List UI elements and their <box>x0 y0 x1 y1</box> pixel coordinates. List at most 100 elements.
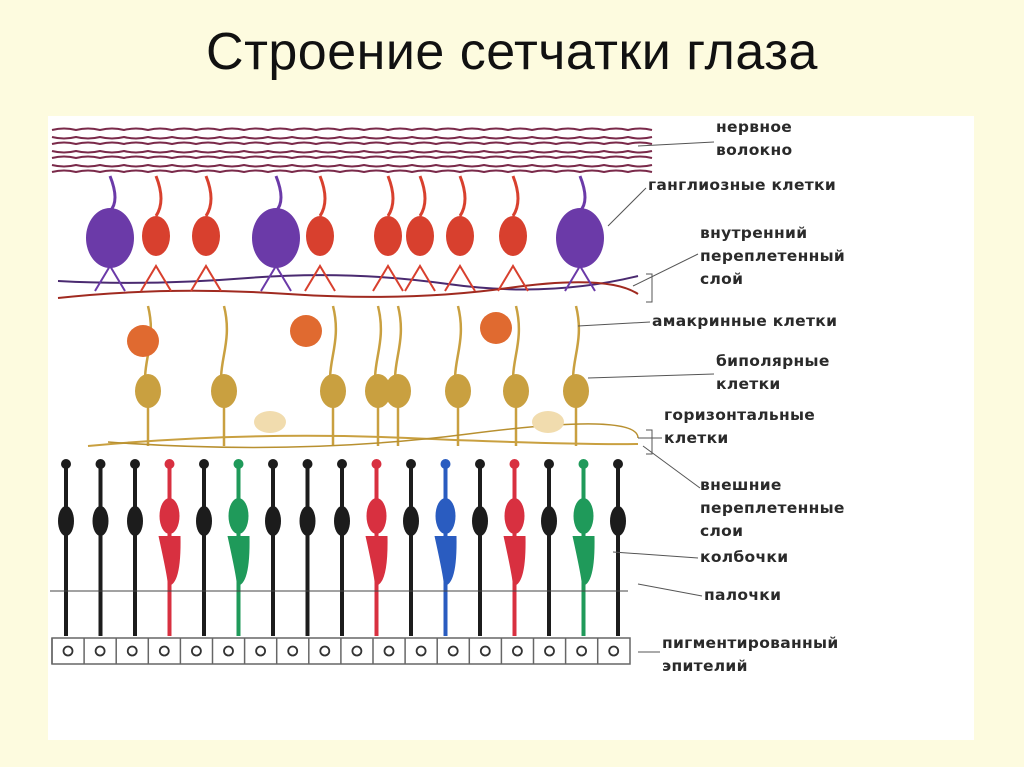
ganglion-axon <box>274 175 283 213</box>
amacrine-cell <box>290 315 322 347</box>
rod-cell-body <box>92 506 109 536</box>
horizontal-cell <box>532 411 564 433</box>
leader-line <box>577 321 651 327</box>
ganglion-dendrites <box>497 264 529 292</box>
ganglion-dendrites <box>372 264 404 292</box>
rod-cell-terminal <box>199 459 209 469</box>
rod-cell-body <box>196 506 212 536</box>
bipolar-cell-layer <box>135 305 589 446</box>
ganglion-dendrites <box>304 264 336 292</box>
photoreceptor-layer <box>50 459 628 636</box>
ganglion-cell-small <box>192 216 220 256</box>
ganglion-cell-small <box>374 216 402 256</box>
epithelium-cell <box>351 645 363 657</box>
epithelium-cell <box>94 645 106 657</box>
ganglion-dendrites <box>140 264 172 292</box>
ganglion-dendrites <box>564 264 596 292</box>
bracket <box>646 273 653 303</box>
amacrine-cell-layer <box>127 312 512 357</box>
label-ganglion-cells: ганглиозные клетки <box>648 176 837 194</box>
ganglion-axon <box>511 175 520 217</box>
cone-cell-terminal <box>509 459 520 469</box>
ganglion-cell-layer <box>57 175 639 299</box>
rod-cell-terminal <box>95 459 106 469</box>
ganglion-axon <box>108 175 117 213</box>
rod-cell-body <box>265 506 281 536</box>
ganglion-dendrites <box>404 264 436 292</box>
ganglion-cell-small <box>446 216 474 256</box>
epithelium-cell <box>415 645 427 657</box>
ganglion-dendrites <box>94 264 126 292</box>
epithelium-cell <box>383 645 395 657</box>
horizontal-process <box>87 434 639 447</box>
bipolar-cell <box>385 374 411 408</box>
nerve-fiber <box>51 141 653 146</box>
cone-cell-nucleus <box>159 498 180 534</box>
plexiform-line <box>57 281 639 299</box>
cone-cell-nucleus <box>504 498 525 534</box>
rod-cell-terminal <box>61 459 71 469</box>
leader-line <box>632 253 699 287</box>
epithelium-cell <box>511 645 523 657</box>
epithelium-cell <box>158 645 170 657</box>
ganglion-axon <box>418 175 427 217</box>
nerve-fiber <box>51 169 653 174</box>
ganglion-cell-small <box>142 216 170 256</box>
cone-cell-terminal <box>233 459 244 469</box>
ganglion-dendrites <box>260 264 292 292</box>
rod-cell-terminal <box>475 459 485 469</box>
leader-line <box>637 583 703 597</box>
rod-cell-body <box>472 506 488 536</box>
bipolar-cell <box>503 374 529 408</box>
leader-line <box>637 141 715 147</box>
epithelium-cell <box>544 645 555 657</box>
label-rods: палочки <box>704 586 782 604</box>
cone-cell-nucleus <box>573 498 594 534</box>
ganglion-dendrites <box>444 264 476 292</box>
ganglion-cell-large <box>556 208 604 268</box>
ganglion-axon <box>318 175 327 217</box>
ganglion-axon <box>386 175 395 217</box>
bipolar-cell <box>445 374 471 408</box>
cone-cell-terminal <box>164 459 175 469</box>
cone-cell-nucleus <box>228 498 249 534</box>
pigment-epithelium-layer <box>51 637 631 665</box>
epithelium-cell <box>576 645 587 657</box>
cone-cell-nucleus <box>366 498 387 534</box>
epithelium-cell <box>126 645 138 657</box>
rod-cell-terminal <box>613 459 623 469</box>
ganglion-dendrites <box>190 264 222 292</box>
horizontal-cell-layer <box>87 411 639 449</box>
rod-cell-body <box>127 506 143 536</box>
ganglion-cell-small <box>406 216 434 256</box>
cone-cell-body <box>434 536 457 586</box>
ganglion-axon <box>458 175 467 217</box>
epithelium-cell <box>479 645 491 657</box>
amacrine-cell <box>480 312 512 344</box>
nerve-fiber-layer <box>51 127 653 174</box>
ganglion-cell-small <box>499 216 527 256</box>
epithelium-cell <box>255 645 267 657</box>
ganglion-axon <box>204 175 213 217</box>
ganglion-cell-small <box>306 216 334 256</box>
epithelium-cell <box>608 645 620 657</box>
horizontal-cell <box>254 411 286 433</box>
retina-illustration <box>50 127 715 665</box>
nerve-fiber <box>51 149 653 154</box>
horizontal-process <box>107 423 639 449</box>
cone-cell-terminal <box>371 459 382 469</box>
leader-line <box>607 187 647 227</box>
label-amacrine-cells: амакринные клетки <box>652 312 838 330</box>
rod-cell-terminal <box>406 459 416 469</box>
bracket <box>646 429 653 455</box>
cone-cell-terminal <box>440 459 451 469</box>
label-cones: колбочки <box>700 548 789 566</box>
amacrine-cell <box>127 325 159 357</box>
cone-cell-body <box>227 536 250 586</box>
